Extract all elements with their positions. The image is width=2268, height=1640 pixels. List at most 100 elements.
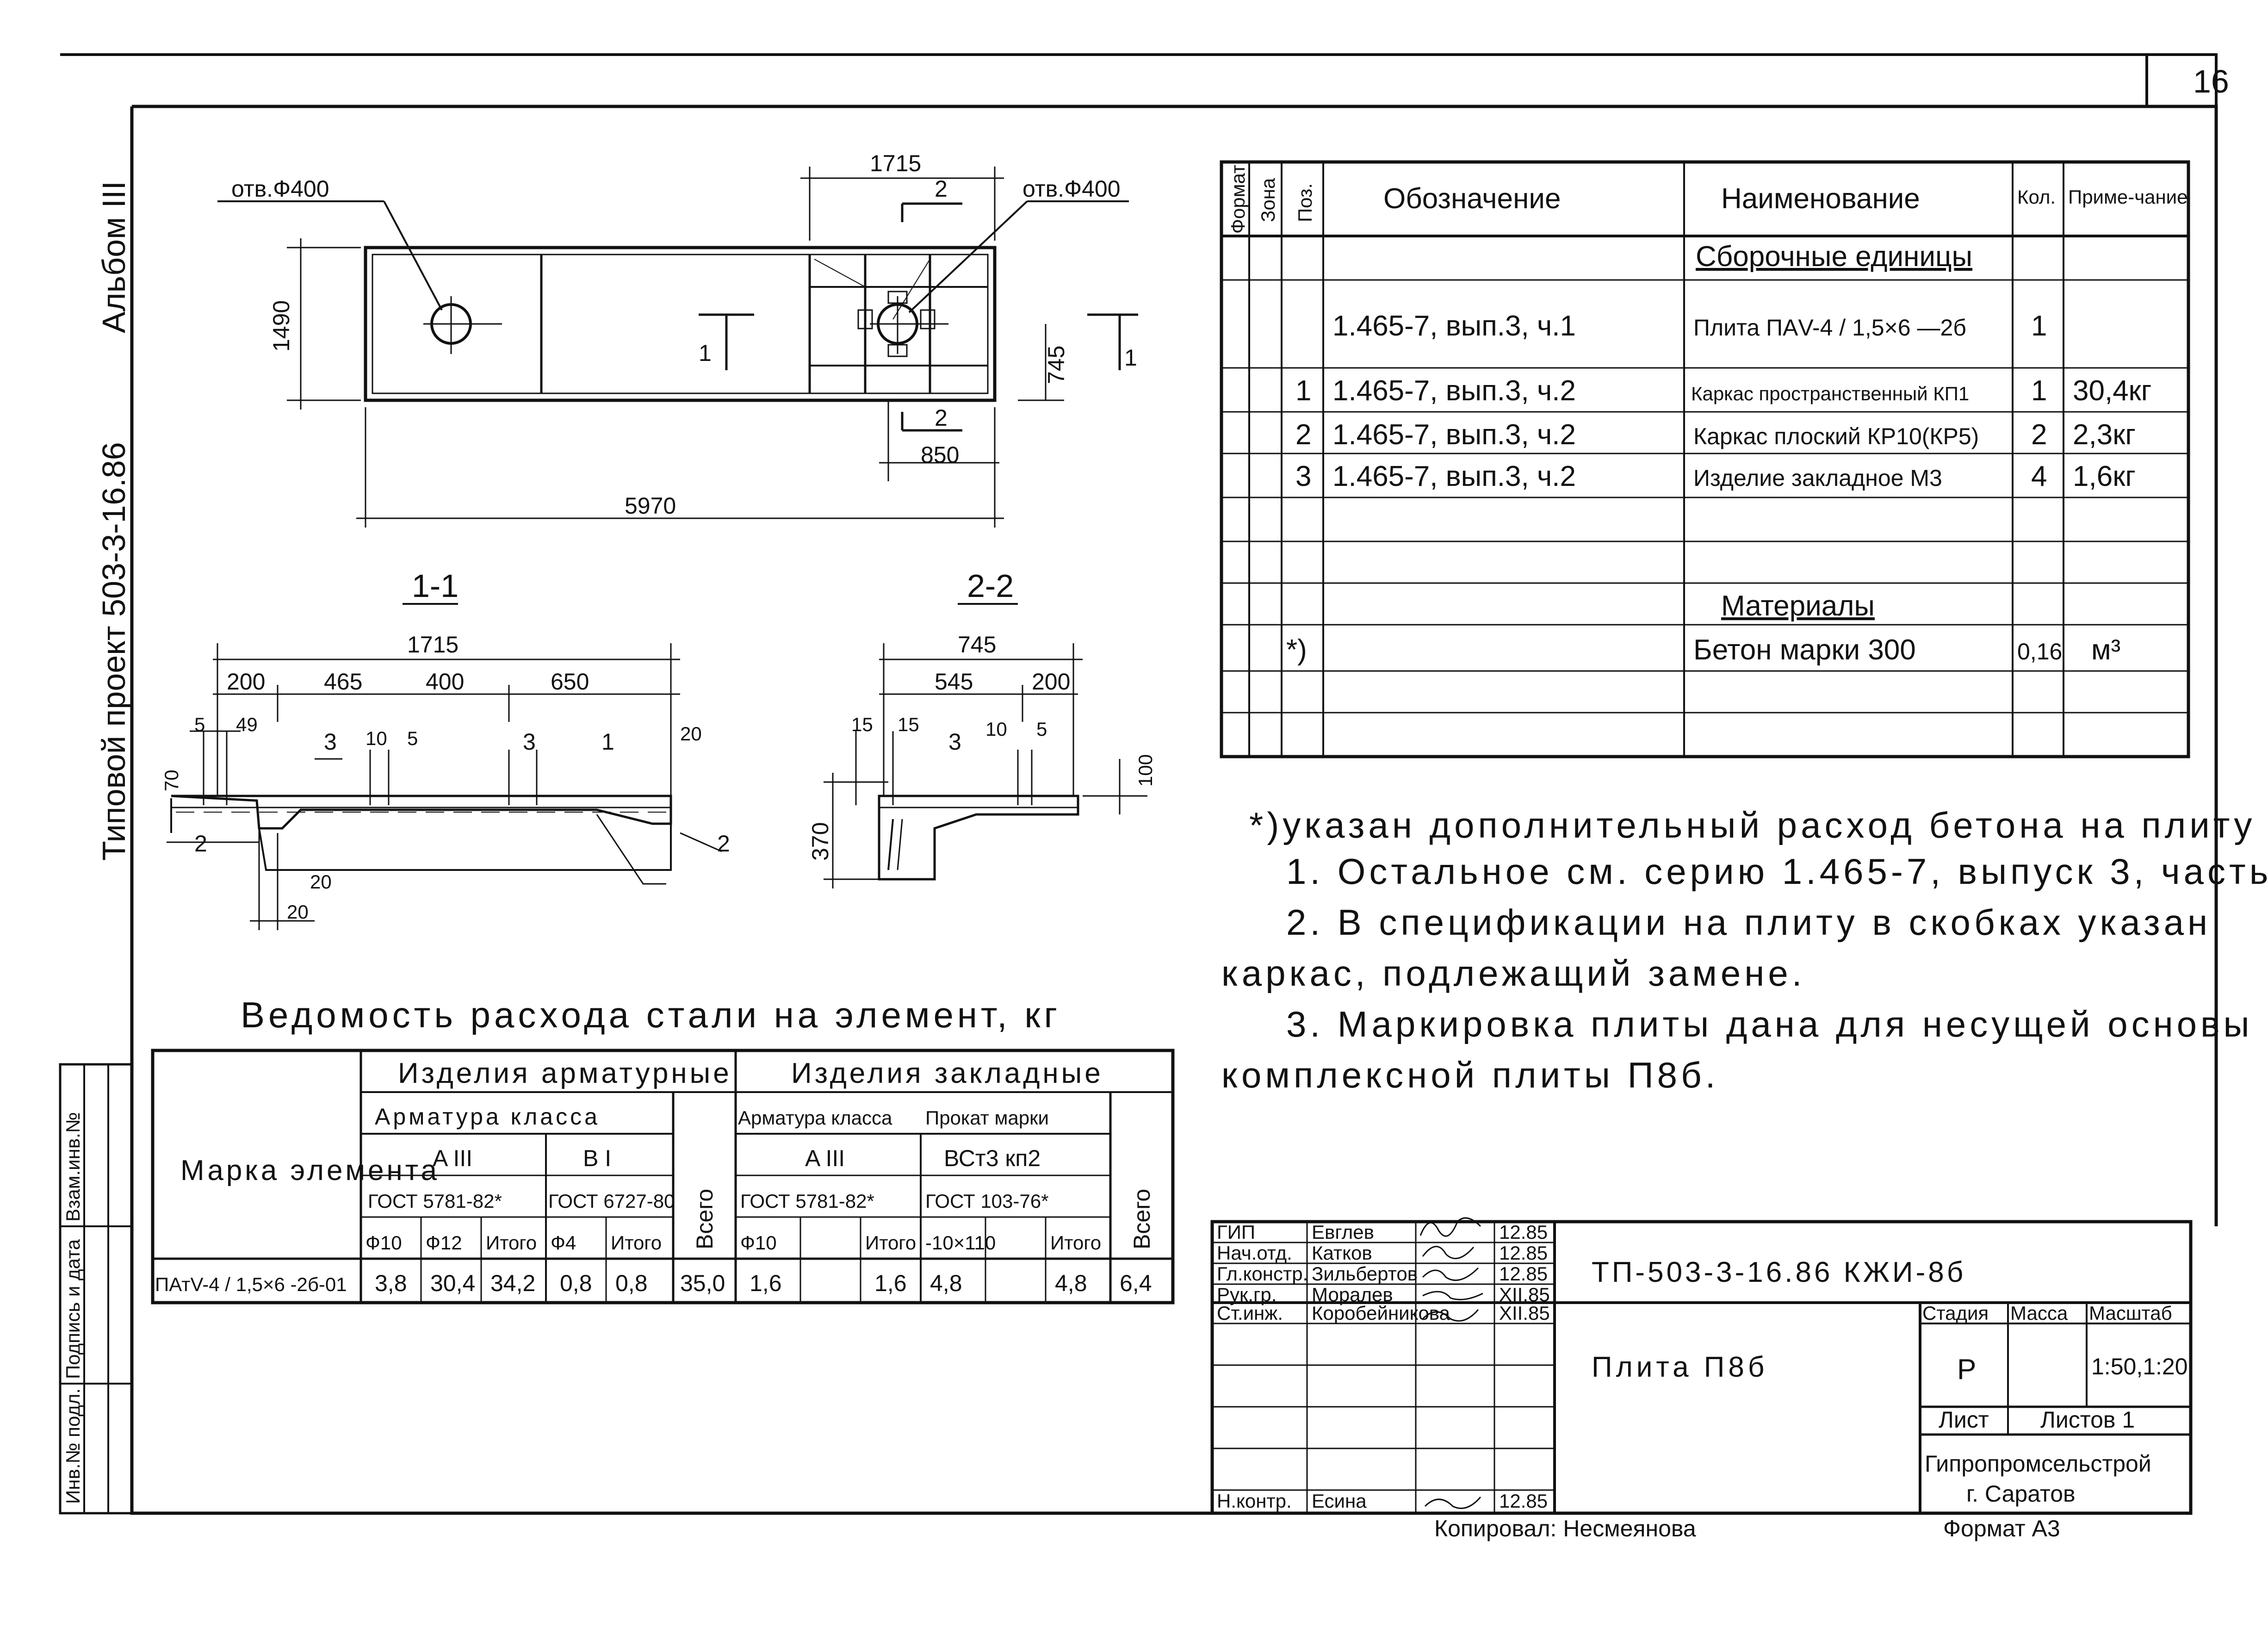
- tb-person-2: Зильбертов: [1312, 1263, 1418, 1285]
- steel-cell-0: 3,8: [375, 1270, 407, 1296]
- spec-row3-pos: 3: [1295, 460, 1311, 492]
- tb-city: г. Саратов: [1966, 1481, 2076, 1507]
- s22-dim-200: 200: [1032, 669, 1070, 695]
- title-block: [1210, 1220, 2193, 1515]
- plan-dim-top: 1715: [870, 150, 921, 176]
- note-3b: комплексной плиты П8б.: [1221, 1055, 1719, 1095]
- steel-subheader-5: Ф10: [740, 1232, 777, 1254]
- plan-view: [217, 167, 1138, 528]
- steel-h-bI: B I: [583, 1145, 611, 1171]
- signatures: [1419, 1217, 1483, 1509]
- steel-h-prokat: Прокат марки: [925, 1107, 1049, 1129]
- tb-name: Плита П8б: [1592, 1351, 1768, 1383]
- project-label: Типовой проект 503-3-16.86: [96, 442, 132, 861]
- tb-date-1: 12.85: [1499, 1242, 1548, 1264]
- spec-row2-pos: 2: [1295, 419, 1311, 451]
- steel-row-mark: ПАтV-4 / 1,5×6 -2б-01: [155, 1273, 347, 1295]
- note-1: 1. Остальное см. серию 1.465-7, выпуск 3…: [1286, 851, 2268, 892]
- s22-dim-15a: 15: [851, 714, 873, 735]
- s11-dim-70: 70: [161, 770, 182, 791]
- s11-dim-10: 10: [366, 727, 387, 749]
- steel-h-arm-class: Арматура класса: [375, 1104, 600, 1130]
- spec-row1-qty: 1: [2031, 375, 2047, 407]
- steel-cell-11: 4,8: [1055, 1270, 1087, 1296]
- steel-h-arm: Изделия арматурные: [398, 1057, 732, 1089]
- spec-h-name: Наименование: [1721, 183, 1920, 215]
- s22-dim-545: 545: [935, 669, 973, 695]
- steel-cell-6: 1,6: [750, 1270, 782, 1296]
- sheet-number: 16: [2193, 63, 2229, 99]
- tb-role-3: Рук.гр.: [1217, 1284, 1277, 1305]
- steel-cell-1: 30,4: [430, 1270, 475, 1296]
- note-2b: каркас, подлежащий замене.: [1221, 953, 1805, 994]
- tb-role-5: Н.контр.: [1217, 1490, 1292, 1512]
- s11-dim-650: 650: [551, 669, 589, 695]
- spec-row3-qty: 4: [2031, 460, 2047, 492]
- spec-h-zone: Зона: [1257, 178, 1279, 222]
- steel-table: [151, 1049, 1175, 1305]
- spec-row0-name: Плита ПАV-4 / 1,5×6 —2б: [1693, 315, 1966, 341]
- steel-h-gost1: ГОСТ 5781-82*: [368, 1190, 502, 1212]
- tb-copied: Копировал: Несмеянова: [1434, 1516, 1696, 1541]
- tb-role-4: Ст.инж.: [1217, 1302, 1283, 1324]
- steel-subheader-0: Ф10: [366, 1232, 402, 1254]
- s11-dim-20a: 20: [680, 723, 702, 745]
- s22-dim-15b: 15: [898, 714, 919, 735]
- spec-row1-code: 1.465-7, вып.3, ч.2: [1332, 375, 1576, 407]
- spec-row3-name: Изделие закладное М3: [1693, 465, 1942, 491]
- plan-cut-1-left: 1: [699, 340, 712, 366]
- tb-scale: 1:50,1:20: [2091, 1354, 2188, 1379]
- spec-row2-qty: 2: [2031, 419, 2047, 451]
- steel-subheader-7: Итого: [865, 1232, 916, 1254]
- steel-subheader-10: Итого: [1050, 1232, 1101, 1254]
- steel-cell-12: 6,4: [1120, 1270, 1152, 1296]
- tb-code: ТП-503-3-16.86 КЖИ-8б: [1592, 1256, 1966, 1288]
- section-1-1-drawing: [167, 643, 722, 930]
- steel-subheader-8: -10×110: [925, 1232, 996, 1254]
- steel-title: Ведомость расхода стали на элемент, кг: [241, 994, 1061, 1035]
- steel-h-total2: Всего: [1129, 1189, 1155, 1249]
- steel-h-vst: ВСт3 кп2: [944, 1145, 1041, 1171]
- s11-dim-total: 1715: [407, 632, 459, 658]
- tb-date-2: 12.85: [1499, 1263, 1548, 1285]
- note-2: 2. В спецификации на плиту в скобках ука…: [1286, 902, 2211, 943]
- s11-dim-20b: 20: [310, 871, 332, 893]
- tb-stage: Р: [1957, 1354, 1976, 1385]
- spec-h-note: Приме-чание: [2068, 186, 2187, 208]
- spec-h-code: Обозначение: [1383, 183, 1561, 215]
- spec-row2-name: Каркас плоский КР10(КР5): [1693, 423, 1979, 449]
- plan-dim-745: 745: [1043, 346, 1069, 384]
- tb-scale-h: Масштаб: [2089, 1302, 2172, 1324]
- s11-dim-5a: 5: [194, 714, 205, 735]
- s22-dim-5: 5: [1036, 718, 1047, 740]
- s11-mark-3b: 3: [523, 729, 536, 755]
- s22-dim-10: 10: [985, 718, 1007, 740]
- tb-date-0: 12.85: [1499, 1221, 1548, 1243]
- tb-person-3: Моралев: [1312, 1284, 1393, 1305]
- plan-dim-850: 850: [921, 442, 959, 468]
- note-star: *)указан дополнительный расход бетона на…: [1249, 805, 2256, 845]
- tb-org: Гипропромсельстрой: [1925, 1451, 2151, 1477]
- s11-dim-465: 465: [324, 669, 362, 695]
- spec-h-format: Формат: [1227, 165, 1249, 234]
- tb-date-3: XII.85: [1499, 1284, 1550, 1305]
- tb-date-4: XII.85: [1499, 1302, 1550, 1324]
- spec-table: [1220, 160, 2190, 758]
- tb-role-0: ГИП: [1217, 1221, 1255, 1243]
- stamp-sign-label: Подпись и дата: [62, 1239, 84, 1379]
- spec-row0-code: 1.465-7, вып.3, ч.1: [1332, 310, 1576, 342]
- spec-row1-pos: 1: [1295, 375, 1311, 407]
- tb-sheets-h: Листов 1: [2040, 1407, 2135, 1433]
- spec-h-qty: Кол.: [2017, 186, 2056, 208]
- tb-role-1: Нач.отд.: [1217, 1242, 1292, 1264]
- steel-h-total1: Всего: [692, 1189, 718, 1249]
- plan-cut-2-bot: 2: [935, 405, 948, 431]
- section-1-1-title: 1-1: [412, 568, 459, 604]
- steel-subheader-1: Ф12: [426, 1232, 462, 1254]
- s11-dim-400: 400: [426, 669, 464, 695]
- spec-row2-note: 2,3кг: [2073, 419, 2136, 451]
- s22-dim-total: 745: [958, 632, 996, 658]
